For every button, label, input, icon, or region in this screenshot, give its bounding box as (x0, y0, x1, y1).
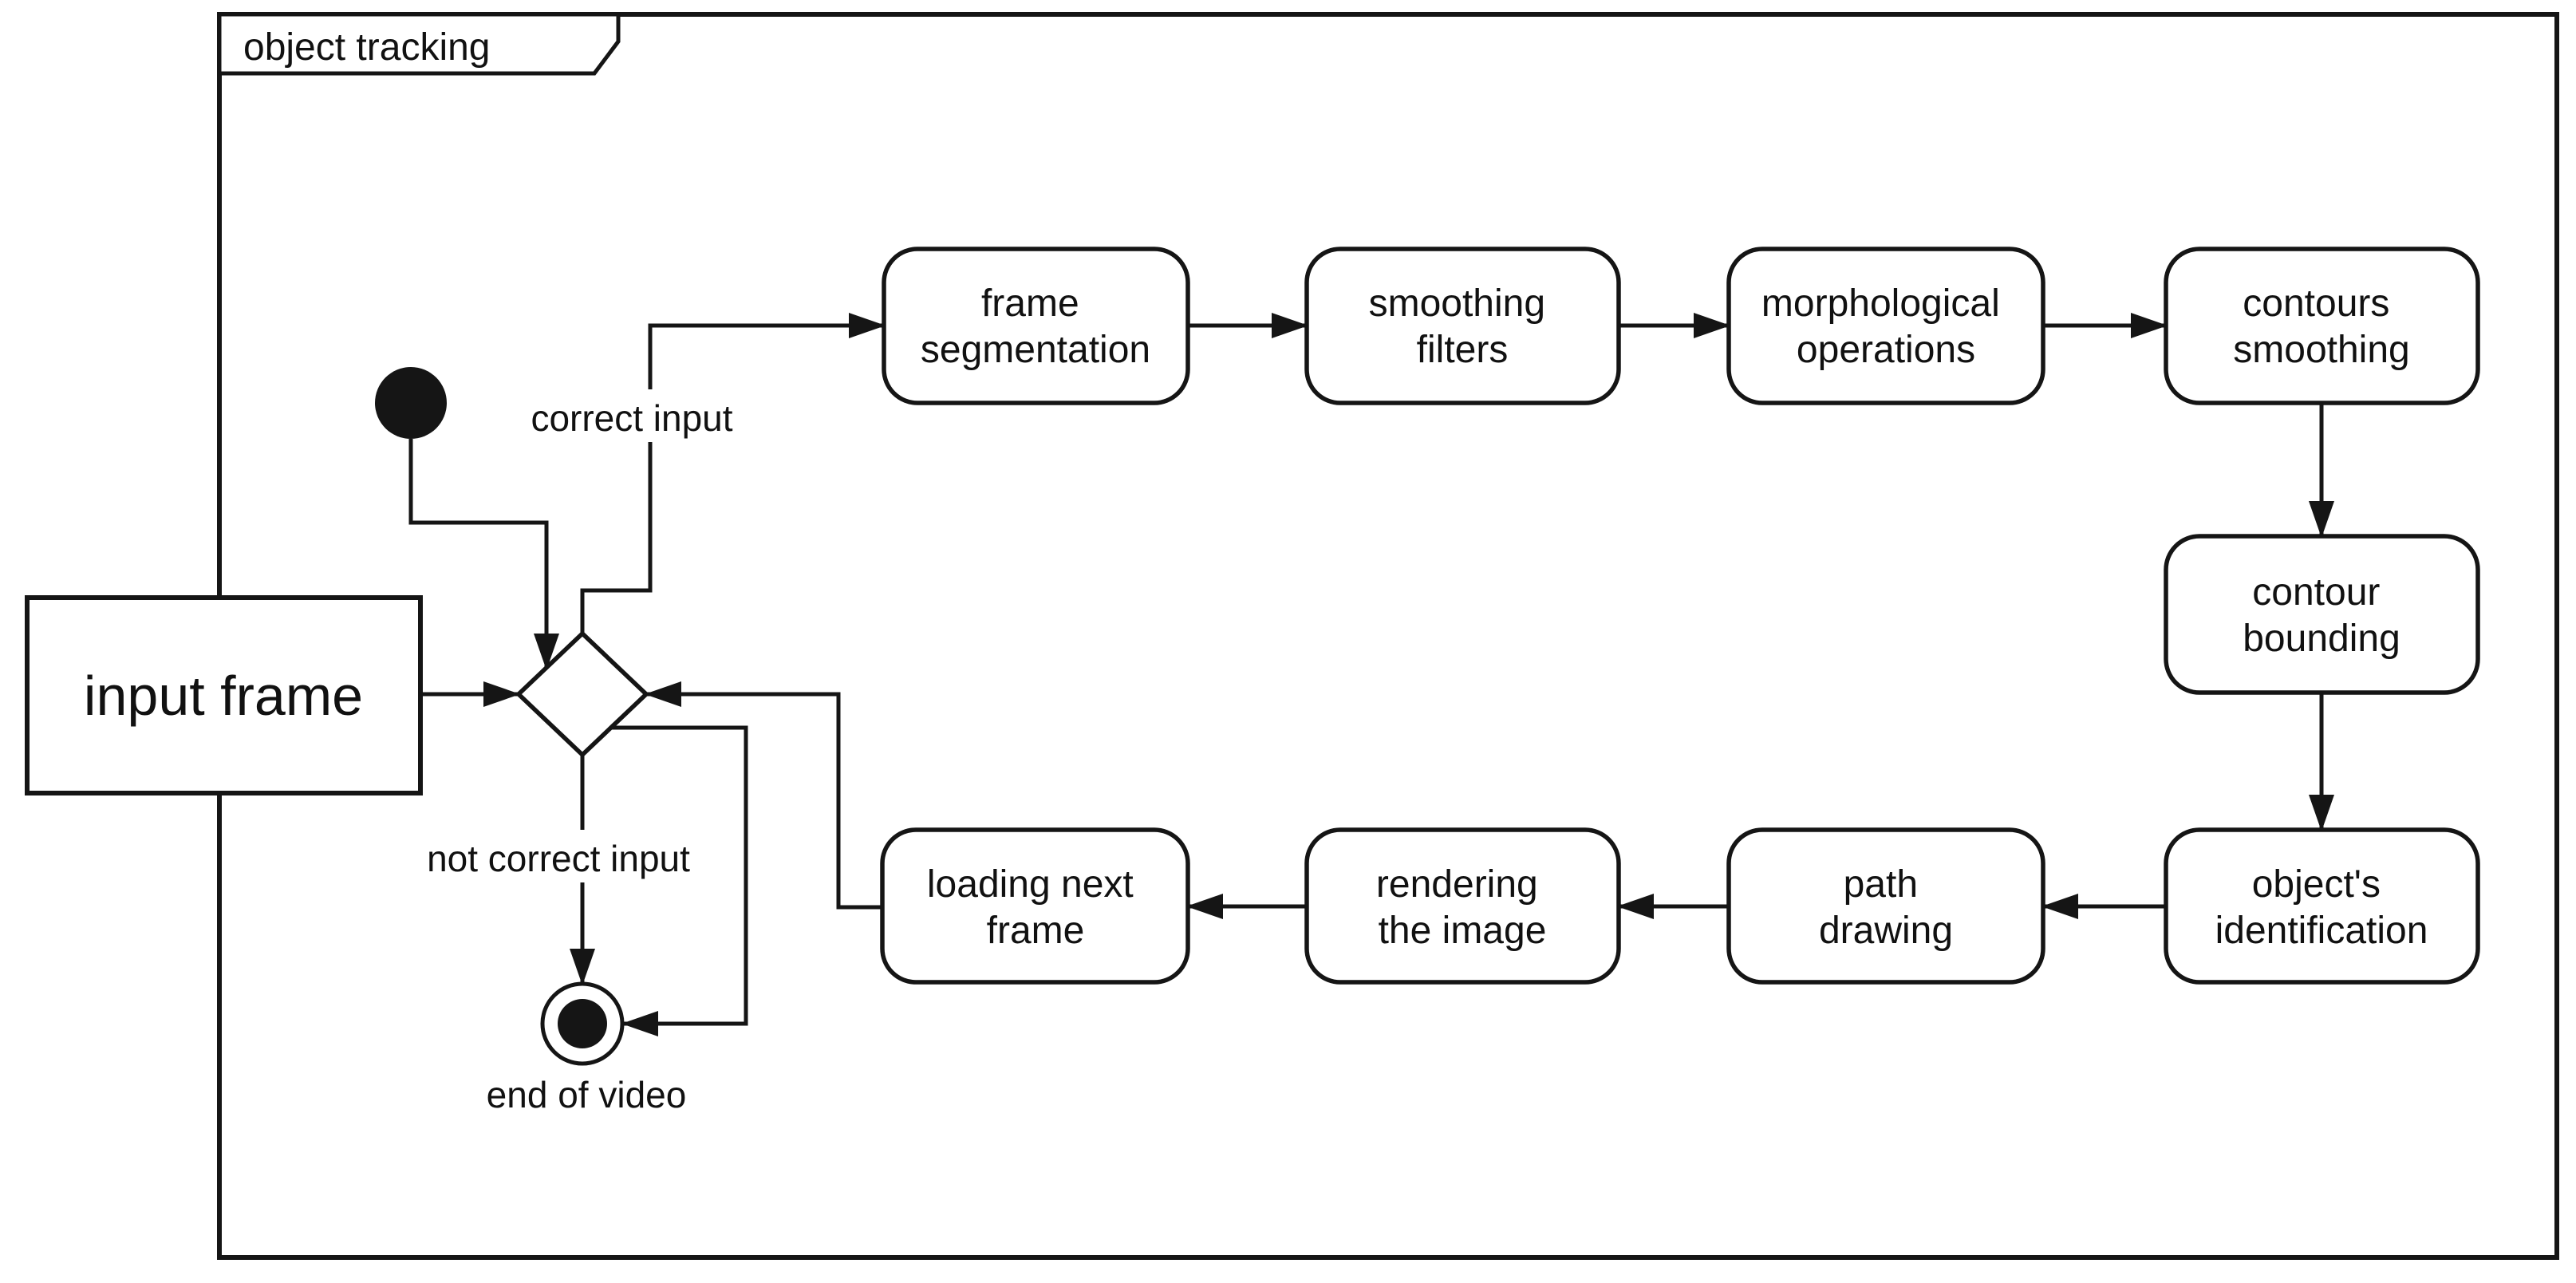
end-of-video-label: end of video (487, 1074, 687, 1115)
activity-contours-smoothing-box (2164, 247, 2480, 405)
activity-contour-bounding: contour bounding (2164, 534, 2480, 695)
activity-rendering-the-image: rendering the image (1304, 827, 1621, 985)
activity-morphological-operations: morphological operations (1726, 247, 2045, 405)
input-frame-node (25, 595, 423, 795)
edge-correct-input-to-frame-segmentation (580, 313, 886, 634)
activity-contour-bounding-box (2164, 534, 2480, 695)
activity-loading-next-frame-box (880, 827, 1190, 985)
activity-smoothing-filters: smoothing filters (1304, 247, 1621, 405)
activity-contour-bounding-label: contour bounding (2243, 571, 2400, 660)
activity-objects-identification-label: object's identification (2215, 863, 2428, 952)
activity-rendering-the-image-label: rendering the image (1376, 863, 1548, 952)
edge-loading-next-frame-to-decision (645, 681, 882, 910)
activity-objects-identification: object's identification (2164, 827, 2480, 985)
correct-input-label-bg (511, 389, 758, 442)
activity-path-drawing: path drawing (1726, 827, 2045, 985)
uml-frame-tab (217, 12, 621, 76)
activity-smoothing-filters-label: smoothing filters (1369, 282, 1556, 371)
not-correct-input-label: not correct input (427, 838, 690, 879)
activity-morphological-operations-label: morphological operations (1761, 282, 2010, 371)
final-node-inner-dot (558, 999, 607, 1048)
activity-path-drawing-box (1726, 827, 2045, 985)
frame-title: object tracking (243, 26, 491, 69)
activity-morphological-operations-box (1726, 247, 2045, 405)
activity-contours-smoothing-label: contours smoothing (2233, 282, 2409, 371)
final-node (540, 981, 625, 1066)
input-frame-label: input frame (84, 665, 363, 727)
activity-frame-segmentation-box (882, 247, 1190, 405)
activity-frame-segmentation-label: frame segmentation (921, 282, 1150, 371)
activity-contours-smoothing: contours smoothing (2164, 247, 2480, 405)
decision-diamond (515, 630, 649, 758)
activity-loading-next-frame-label: loading next frame (927, 863, 1144, 952)
activity-objects-identification-box (2164, 827, 2480, 985)
correct-input-label: correct input (531, 397, 732, 439)
activity-loading-next-frame: loading next frame (880, 827, 1190, 985)
activity-smoothing-filters-box (1304, 247, 1621, 405)
not-correct-input-label-bg (403, 830, 716, 882)
activity-frame-segmentation: frame segmentation (882, 247, 1190, 405)
edge-initial-to-decision (408, 439, 559, 670)
activity-path-drawing-label: path drawing (1819, 863, 1953, 952)
edge-decision-to-final-end-of-video (611, 725, 748, 1036)
initial-node (375, 367, 447, 439)
activity-rendering-the-image-box (1304, 827, 1621, 985)
